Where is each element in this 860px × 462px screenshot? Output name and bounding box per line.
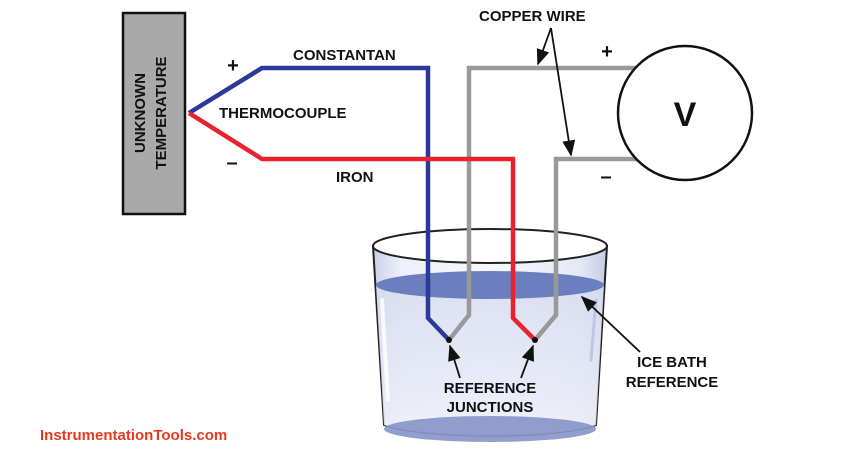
unknown-label: UNKNOWN: [132, 73, 149, 153]
constantan-wire: [187, 65, 451, 342]
site-watermark: InstrumentationTools.com: [40, 427, 227, 444]
meter-minus-sign: –: [600, 166, 611, 188]
reference-label-line1: REFERENCE: [444, 380, 537, 397]
thermocouple-label: THERMOCOUPLE: [219, 105, 347, 122]
thermocouple-minus-sign: –: [226, 152, 237, 174]
unknown-temperature-box: [121, 11, 187, 216]
iron-wire: [187, 111, 537, 342]
voltmeter-letter: V: [674, 96, 697, 134]
glass-highlight: [380, 298, 390, 402]
copper-wire-arrow-top: [536, 27, 552, 66]
reference-arrow-left: [448, 344, 461, 379]
iron-label: IRON: [336, 169, 374, 186]
reference-label-line2: JUNCTIONS: [447, 399, 534, 416]
beaker-rim: [372, 228, 608, 264]
ice-bath-label-line2: REFERENCE: [626, 374, 719, 391]
constantan-label: CONSTANTAN: [293, 47, 396, 64]
temperature-label: TEMPERATURE: [153, 56, 170, 169]
ice-bath-arrow: [580, 295, 641, 353]
copper-wire-negative: [533, 156, 642, 342]
copper-wire-label: COPPER WIRE: [479, 8, 586, 25]
voltmeter: [616, 44, 754, 182]
copper-wire-positive: [447, 65, 642, 342]
reference-junction-left: [446, 337, 452, 343]
ice-bath-label-line1: ICE BATH: [637, 354, 707, 371]
copper-wire-arrow-bottom: [550, 27, 576, 157]
water-surface: [376, 271, 604, 299]
reference-junction-right: [532, 337, 538, 343]
beaker-bottom: [384, 416, 596, 442]
meter-plus-sign: +: [601, 41, 613, 63]
reference-arrow-right: [520, 344, 534, 379]
thermocouple-plus-sign: +: [227, 55, 239, 77]
